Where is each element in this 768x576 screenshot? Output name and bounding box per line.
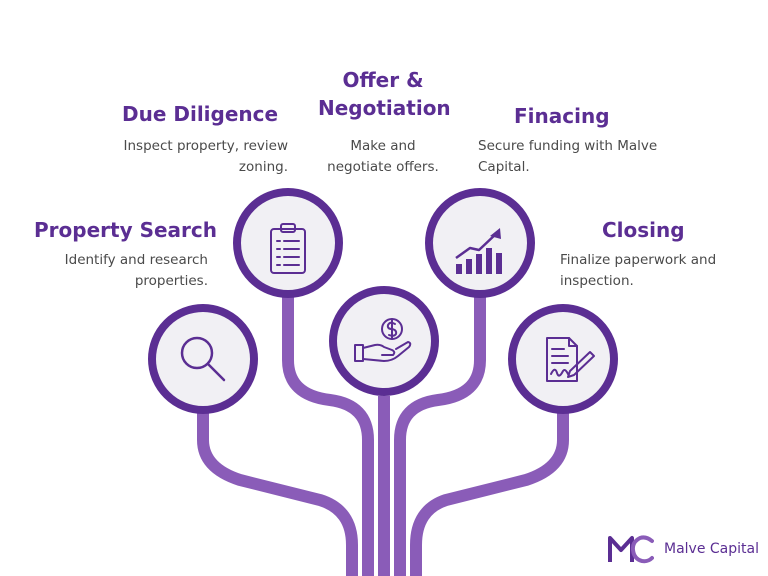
stem-financing	[394, 290, 486, 576]
stem-closing	[410, 412, 569, 576]
stem-due-diligence	[282, 290, 374, 576]
step-title-due-diligence: Due Diligence	[122, 102, 279, 126]
step-title-offer-negotiation: Offer & Negotiation	[318, 68, 451, 120]
stem-property-search	[197, 412, 358, 576]
node-property-search	[148, 304, 258, 414]
node-offer-negotiation	[329, 286, 439, 396]
step-description-offer-negotiation: Make and negotiate offers.	[327, 138, 439, 175]
brand: Malve Capital	[608, 534, 759, 564]
brand-logo	[608, 535, 654, 564]
clipboard-icon	[270, 223, 306, 274]
signed-document-icon	[546, 337, 595, 382]
step-description-property-search: Identify and research properties.	[64, 252, 208, 289]
step-title-financing: Finacing	[514, 104, 610, 128]
step-title-property-search: Property Search	[34, 218, 217, 242]
step-description-closing: Finalize paperwork and inspection.	[560, 252, 717, 289]
node-closing	[508, 304, 618, 414]
hand-coin-icon	[354, 318, 412, 362]
step-description-financing: Secure funding with Malve Capital.	[478, 138, 658, 175]
brand-name: Malve Capital	[664, 541, 759, 557]
node-financing	[425, 188, 535, 298]
growth-chart-icon	[455, 228, 502, 274]
step-description-due-diligence: Inspect property, review zoning.	[123, 138, 288, 175]
node-due-diligence	[233, 188, 343, 298]
magnifier-icon	[180, 336, 226, 382]
step-title-closing: Closing	[602, 218, 685, 242]
